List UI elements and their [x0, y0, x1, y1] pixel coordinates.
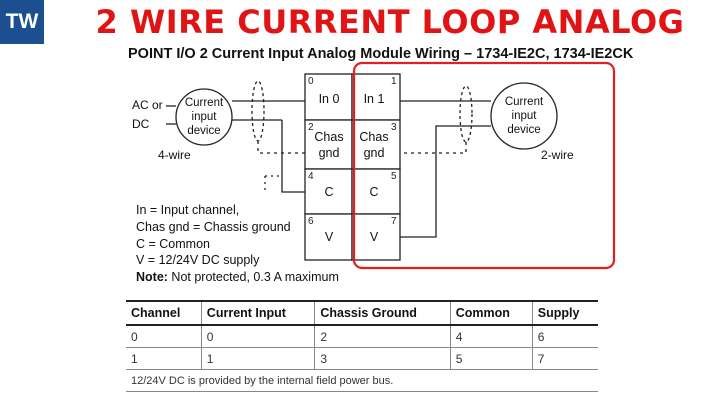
- table-cell: 0: [200, 325, 315, 348]
- terminal-chas-gnd-1: [351, 119, 401, 170]
- terminal-number: 2: [308, 122, 314, 133]
- table-footnote-row: 12/24V DC is provided by the internal fi…: [126, 369, 598, 392]
- device-label: device: [187, 125, 220, 137]
- table-cell: 7: [531, 347, 598, 370]
- video-title: 2 WIRE CURRENT LOOP ANALOG: [95, 3, 685, 41]
- terminal-c-1: [351, 168, 401, 215]
- legend-note: Note: Not protected, 0.3 A maximum: [136, 269, 339, 286]
- table-row: 0 0 2 4 6: [126, 325, 598, 348]
- note-text: Not protected, 0.3 A maximum: [167, 270, 339, 285]
- table-cell: 5: [449, 347, 533, 370]
- terminal-v-1: [351, 213, 401, 261]
- terminal-number: 5: [391, 171, 397, 182]
- wire-type-label: 4-wire: [158, 148, 191, 162]
- device-label: Current: [185, 97, 224, 109]
- device-label: device: [507, 124, 540, 136]
- table-cell: 6: [531, 325, 598, 348]
- right-current-input-device: Current input device 2-wire: [490, 82, 574, 162]
- table-footnote: 12/24V DC is provided by the internal fi…: [126, 369, 598, 392]
- legend-line: Chas gnd = Chassis ground: [136, 219, 291, 234]
- legend-line: In = Input channel,: [136, 203, 240, 217]
- legend: In = Input channel, Chas gnd = Chassis g…: [136, 202, 339, 286]
- terminal-number: 7: [391, 216, 397, 227]
- source-label: DC: [132, 117, 150, 131]
- table-cell: 0: [126, 325, 202, 348]
- terminal-number: 6: [308, 216, 314, 227]
- logo-text: TW: [5, 10, 39, 33]
- column-header-channel: Channel: [126, 300, 202, 326]
- terminal-label: In 0: [319, 92, 340, 106]
- table-row: 1 1 3 5 7: [126, 347, 598, 370]
- terminal-label: V: [325, 230, 334, 244]
- terminal-number: 0: [308, 76, 314, 87]
- terminal-label: C: [324, 185, 333, 199]
- terminal-label: V: [370, 230, 379, 244]
- terminal-label: gnd: [319, 146, 340, 160]
- device-label: input: [512, 110, 538, 122]
- table-header-row: Channel Current Input Chassis Ground Com…: [126, 300, 598, 326]
- terminal-in1: [351, 73, 401, 121]
- wire-type-label: 2-wire: [541, 148, 574, 162]
- wiring-diagram: 0 2 4 6 1 3 5 7 In 0 Chas gnd C V In 1 C…: [132, 61, 616, 270]
- note-label: Note:: [136, 270, 168, 285]
- table-cell: 1: [200, 347, 315, 370]
- column-header-current-input: Current Input: [200, 300, 315, 326]
- column-header-common: Common: [449, 300, 533, 326]
- legend-line: C = Common: [136, 236, 210, 251]
- column-header-chassis-ground: Chassis Ground: [314, 300, 451, 326]
- left-current-input-device: Current input device AC or DC 4-wire: [132, 88, 233, 162]
- right-wiring: [400, 85, 491, 238]
- terminal-label: C: [369, 185, 378, 199]
- device-label: input: [192, 111, 218, 123]
- highlight-box: [352, 61, 616, 270]
- terminal-assignment-table: Channel Current Input Chassis Ground Com…: [126, 300, 598, 392]
- terminal-label: gnd: [364, 146, 385, 160]
- terminal-number: 1: [391, 76, 397, 87]
- terminal-label: In 1: [364, 92, 385, 106]
- terminal-number: 3: [391, 122, 397, 133]
- table-cell: 2: [314, 325, 451, 348]
- terminal-v-0: [304, 213, 353, 261]
- channel-logo: TW: [0, 0, 44, 44]
- terminal-block: [304, 73, 401, 261]
- diagram-subtitle: POINT I/O 2 Current Input Analog Module …: [128, 46, 634, 62]
- table-cell: 4: [449, 325, 533, 348]
- legend-line: V = 12/24V DC supply: [136, 253, 260, 268]
- device-label: Current: [505, 96, 544, 108]
- table-cell: 3: [314, 347, 451, 370]
- column-header-supply: Supply: [531, 300, 598, 326]
- terminal-label: Chas: [359, 130, 388, 144]
- terminal-chas-gnd-0: [304, 119, 353, 170]
- table-cell: 1: [126, 347, 202, 370]
- left-wiring: [166, 80, 305, 193]
- source-label: AC or: [132, 98, 163, 112]
- terminal-label: Chas: [314, 130, 343, 144]
- terminal-number: 4: [308, 171, 314, 182]
